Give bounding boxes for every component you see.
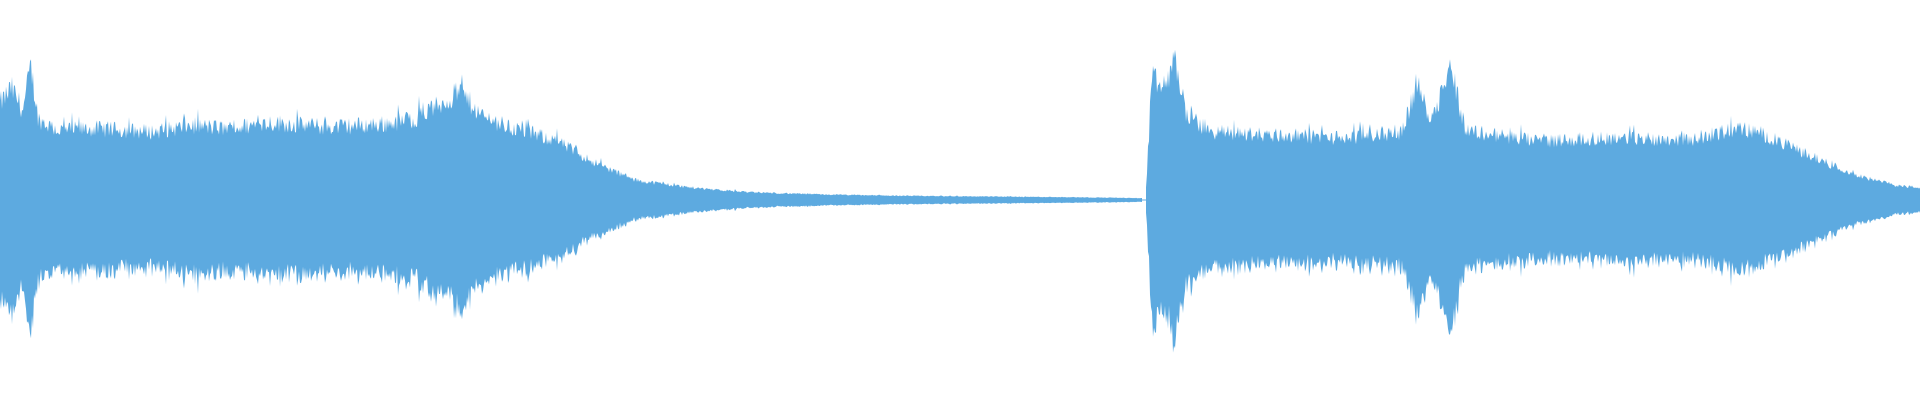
second-audio-region[interactable] (1146, 49, 1920, 353)
first-audio-region[interactable] (0, 59, 1142, 339)
